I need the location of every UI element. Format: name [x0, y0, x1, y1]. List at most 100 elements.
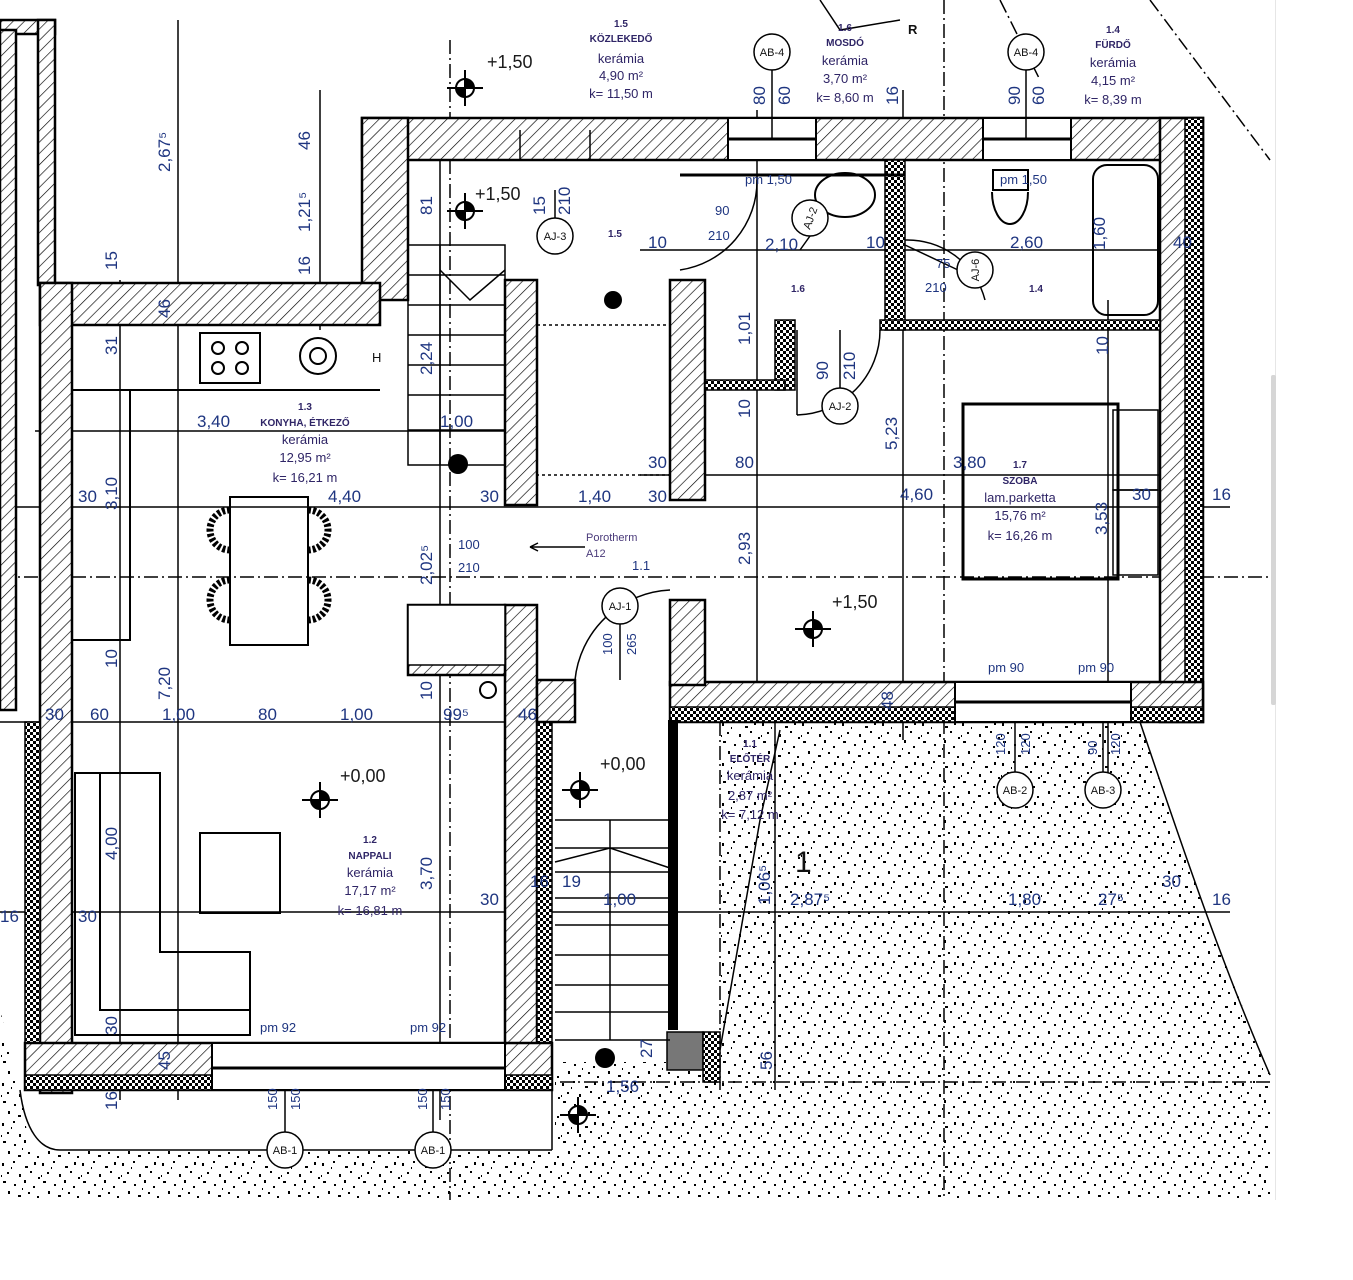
dimension-label: 90 — [813, 361, 832, 380]
dimension-label: 150 — [265, 1088, 280, 1110]
dimension-label: pm 92 — [260, 1020, 296, 1035]
opening-tag: AB-4 — [760, 47, 784, 59]
dimension-label: 30 — [1162, 872, 1181, 891]
room-label-szoba: 1.7 SZOBA lam.parketta 15,76 m² k= 16,26… — [984, 460, 1056, 543]
dimension-label: 16 — [0, 907, 19, 926]
dimension-label: 1,80 — [1008, 890, 1041, 909]
opening-tag: AB-4 — [1014, 47, 1038, 59]
dimension-label: pm 90 — [988, 660, 1024, 675]
dimension-label: 19 — [562, 872, 581, 891]
svg-text:3,70 m²: 3,70 m² — [823, 71, 868, 86]
dimension-label: 80 — [735, 453, 754, 472]
wall-type-label: A12 — [586, 548, 606, 560]
dimension-label: 5,23 — [882, 417, 901, 450]
room-label-konyha: 1.3 KONYHA, ÉTKEZŐ kerámia 12,95 m² k= 1… — [260, 402, 350, 485]
room-label-nappali: 1.2 NAPPALI kerámia 17,17 m² k= 16,81 m — [338, 835, 403, 918]
room-number: 1.6 — [791, 284, 805, 295]
dimension-label: 2,87⁵ — [790, 890, 830, 909]
level-label: +0,00 — [600, 754, 646, 774]
dimension-label: 45 — [155, 1051, 174, 1070]
svg-text:kerámia: kerámia — [727, 768, 774, 783]
r-mark: R — [908, 22, 918, 37]
svg-text:17,17 m²: 17,17 m² — [344, 883, 396, 898]
dimension-label: 60 — [1029, 86, 1048, 105]
dimension-label: 80 — [258, 705, 277, 724]
dimension-label: pm 1,50 — [1000, 172, 1047, 187]
dimension-label: 120 — [993, 733, 1008, 755]
dimension-label: 210 — [458, 560, 480, 575]
dimension-label: 2,60 — [1010, 233, 1043, 252]
svg-text:ELŐTÉR: ELŐTÉR — [730, 752, 771, 765]
svg-text:1.2: 1.2 — [363, 835, 377, 846]
room-number: 1.5 — [608, 229, 622, 240]
opening-tag: AJ-1 — [609, 601, 632, 613]
svg-text:FÜRDŐ: FÜRDŐ — [1095, 38, 1131, 51]
dimension-label: 150 — [438, 1088, 453, 1110]
level-label: +1,50 — [487, 52, 533, 72]
level-label: +1,50 — [475, 184, 521, 204]
dimension-label: pm 1,50 — [745, 172, 792, 187]
dimension-label: 30 — [78, 907, 97, 926]
svg-text:KONYHA, ÉTKEZŐ: KONYHA, ÉTKEZŐ — [260, 416, 350, 429]
opening-tag: AJ-6 — [970, 259, 982, 282]
bathtub — [1092, 164, 1159, 316]
wall-material-label: Porotherm — [586, 532, 637, 544]
svg-text:kerámia: kerámia — [598, 51, 645, 66]
dimension-label: 1,00 — [603, 890, 636, 909]
room-number: 1.1 — [632, 558, 650, 573]
coffee-table — [199, 832, 281, 914]
level-label: +0,00 — [340, 766, 386, 786]
dimension-label: 80 — [750, 86, 769, 105]
washbasin — [814, 172, 876, 218]
opening-tag: AB-3 — [1091, 785, 1115, 797]
svg-text:MOSDÓ: MOSDÓ — [826, 36, 864, 49]
dimension-label: 56 — [757, 1051, 776, 1070]
dimension-label: pm 92 — [410, 1020, 446, 1035]
dimension-label: 2,10 — [765, 235, 798, 254]
dimension-label: 90 — [715, 203, 729, 218]
dimension-label: 1,60 — [1090, 217, 1109, 250]
dimension-label: 10 — [1093, 336, 1112, 355]
dimension-label: 30 — [1132, 485, 1151, 504]
dimension-label: 30 — [648, 487, 667, 506]
opening-tag: AB-2 — [1003, 785, 1027, 797]
dimension-label: 1,00 — [162, 705, 195, 724]
svg-text:k= 8,60 m: k= 8,60 m — [816, 90, 873, 105]
svg-text:SZOBA: SZOBA — [1003, 476, 1038, 487]
svg-text:KÖZLEKEDŐ: KÖZLEKEDŐ — [590, 32, 653, 45]
svg-text:k= 16,26 m: k= 16,26 m — [988, 528, 1053, 543]
dimension-label: 4,40 — [328, 487, 361, 506]
svg-text:kerámia: kerámia — [282, 432, 329, 447]
dimension-label: 2,02⁵ — [417, 545, 436, 585]
dimension-label: 2,24 — [417, 342, 436, 375]
svg-text:1.7: 1.7 — [1013, 460, 1027, 471]
dimension-label: 10 — [735, 399, 754, 418]
dimension-label: 75 — [936, 256, 950, 271]
room-label-furdo: 1.4 FÜRDŐ kerámia 4,15 m² k= 8,39 m — [1084, 25, 1141, 107]
svg-text:kerámia: kerámia — [1090, 55, 1137, 70]
dimension-label: 210 — [840, 352, 859, 380]
bed — [961, 402, 1120, 581]
dimension-label: 48 — [878, 691, 897, 710]
dimension-label: 15 — [102, 251, 121, 270]
dimension-label: 30 — [102, 1016, 121, 1035]
dimension-label: 120 — [1108, 733, 1123, 755]
dimension-label: 99⁵ — [443, 705, 469, 724]
svg-text:1.4: 1.4 — [1106, 25, 1120, 36]
dimension-label: 90 — [1085, 741, 1100, 755]
dimension-label: 30 — [78, 487, 97, 506]
doors — [519, 130, 986, 681]
room-label-mosdo: 1.6 MOSDÓ kerámia 3,70 m² k= 8,60 m — [816, 23, 873, 105]
svg-text:NAPPALI: NAPPALI — [348, 851, 391, 862]
opening-tag: AJ-2 — [829, 401, 852, 413]
stove — [199, 332, 261, 384]
vertical-scrollbar[interactable] — [1271, 375, 1276, 705]
dimension-label: 100 — [600, 633, 615, 655]
svg-text:12,95 m²: 12,95 m² — [279, 450, 331, 465]
dimension-label: 2,67⁵ — [155, 132, 174, 172]
dining-table — [229, 496, 309, 646]
level-label: +1,50 — [832, 592, 878, 612]
dimension-label: 1,01 — [735, 312, 754, 345]
